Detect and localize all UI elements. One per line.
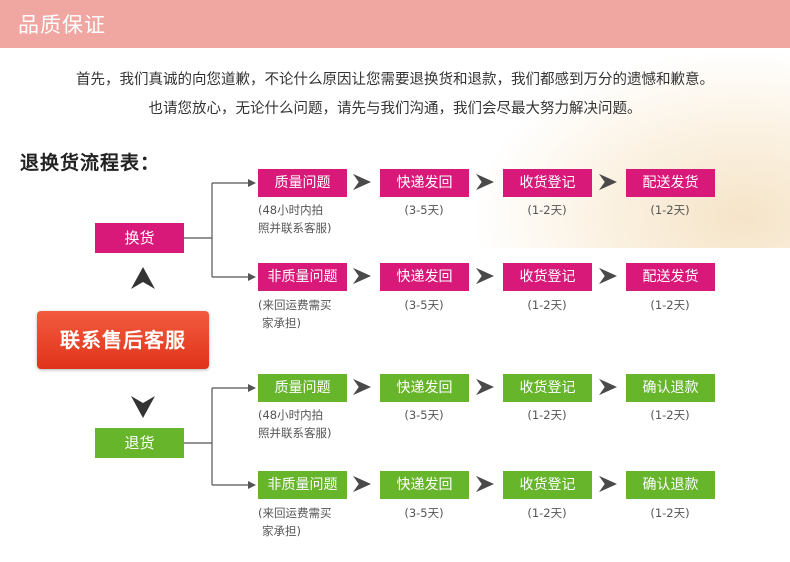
step-ship-back: 快递发回	[380, 263, 469, 291]
reason-note: (48小时内拍照并联系客服)	[258, 408, 332, 440]
step-receive-register: 收货登记	[503, 471, 592, 499]
step-note: (1-2天)	[650, 203, 690, 217]
chevron-right-icon	[476, 267, 494, 285]
exchange-label: 换货	[95, 223, 184, 253]
refund-label: 退货	[95, 428, 184, 458]
refund-reason-non-quality: 非质量问题	[258, 471, 347, 499]
step-confirm-refund: 确认退款	[626, 374, 715, 402]
step-ship-back: 快递发回	[380, 471, 469, 499]
step-note: (3-5天)	[404, 203, 444, 217]
chevron-right-icon	[476, 173, 494, 191]
chevron-right-icon	[476, 475, 494, 493]
flow-heading: 退换货流程表：	[20, 152, 161, 174]
chevron-right-icon	[353, 475, 371, 493]
step-confirm-refund: 确认退款	[626, 471, 715, 499]
reason-note: (来回运费需买家承担)	[258, 298, 332, 330]
exchange-reason-non-quality: 非质量问题	[258, 263, 347, 291]
chevron-right-icon	[353, 378, 371, 396]
step-receive-register: 收货登记	[503, 169, 592, 197]
apology-line-1: 首先，我们真诚的向您道歉，不论什么原因让您需要退换货和退款，我们都感到万分的遗憾…	[76, 72, 714, 88]
step-note: (1-2天)	[650, 506, 690, 520]
step-redeliver: 配送发货	[626, 263, 715, 291]
page-title: 品质保证	[18, 13, 106, 37]
chevron-right-icon	[353, 173, 371, 191]
step-note: (1-2天)	[527, 506, 567, 520]
arrow-up-icon	[131, 267, 155, 289]
chevron-right-icon	[599, 378, 617, 396]
apology-line-2: 也请您放心，无论什么问题，请先与我们沟通，我们会尽最大努力解决问题。	[148, 101, 642, 117]
step-note: (1-2天)	[650, 298, 690, 312]
step-ship-back: 快递发回	[380, 169, 469, 197]
chevron-right-icon	[476, 378, 494, 396]
background-glow	[470, 48, 790, 248]
header-bar: 品质保证	[0, 0, 790, 48]
chevron-right-icon	[599, 267, 617, 285]
step-note: (1-2天)	[527, 203, 567, 217]
step-ship-back: 快递发回	[380, 374, 469, 402]
step-receive-register: 收货登记	[503, 374, 592, 402]
reason-note: (来回运费需买家承担)	[258, 506, 332, 538]
reason-note: (48小时内拍照并联系客服)	[258, 203, 332, 235]
step-note: (3-5天)	[404, 408, 444, 422]
arrow-down-icon	[131, 396, 155, 418]
step-note: (1-2天)	[527, 408, 567, 422]
contact-customer-service-button[interactable]: 联系售后客服	[37, 311, 209, 369]
step-note: (1-2天)	[650, 408, 690, 422]
step-note: (3-5天)	[404, 298, 444, 312]
refund-reason-quality: 质量问题	[258, 374, 347, 402]
exchange-reason-quality: 质量问题	[258, 169, 347, 197]
step-note: (1-2天)	[527, 298, 567, 312]
chevron-right-icon	[599, 475, 617, 493]
step-receive-register: 收货登记	[503, 263, 592, 291]
chevron-right-icon	[599, 173, 617, 191]
chevron-right-icon	[353, 267, 371, 285]
step-note: (3-5天)	[404, 506, 444, 520]
step-redeliver: 配送发货	[626, 169, 715, 197]
